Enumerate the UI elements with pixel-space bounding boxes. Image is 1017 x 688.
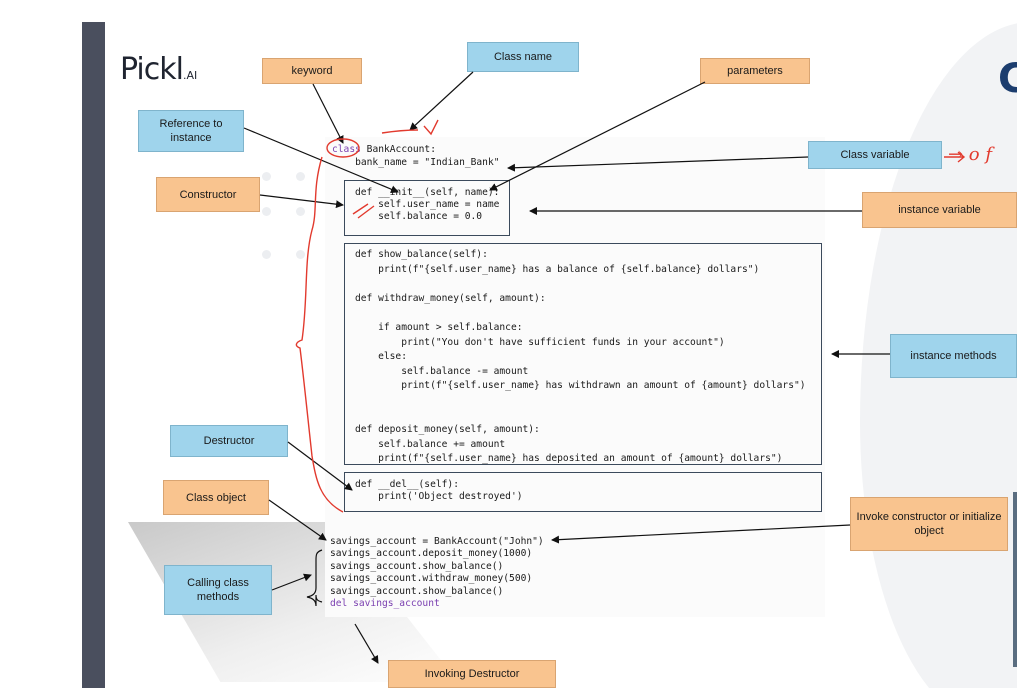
usage-code: savings_account = BankAccount("John")sav… [330, 536, 544, 610]
instance-methods-box [344, 243, 822, 465]
init-line: self.balance = 0.0 [355, 211, 483, 222]
label-parameters: parameters [700, 58, 810, 84]
del-code: def __del__(self): print('Object destroy… [355, 479, 523, 503]
usage-line: savings_account = BankAccount("John") [330, 536, 544, 547]
code-line: self.balance -= amount [355, 365, 529, 377]
label-keyword: keyword [262, 58, 362, 84]
heading-partial: C [998, 56, 1017, 102]
constructor-box [344, 180, 510, 236]
partial-image-thumbnail [1013, 492, 1017, 667]
arrow-class-name [409, 71, 474, 131]
label-instance-variable: instance variable [862, 192, 1017, 228]
code-panel [325, 137, 825, 617]
code-line: print("You don't have sufficient funds i… [355, 336, 725, 348]
tick-init-self [352, 203, 375, 219]
underline-class-name [381, 129, 419, 134]
class-declaration: class BankAccount: [332, 144, 436, 156]
logo-suffix: .AI [182, 69, 198, 82]
class-name-code: BankAccount: [360, 144, 436, 155]
arrow-invoke-constructor [551, 524, 851, 544]
arrow-constructor [259, 194, 344, 209]
code-line: print(f"{self.user_name} has a balance o… [355, 263, 760, 275]
arrow-calling-methods [271, 573, 312, 591]
label-constructor: Constructor [156, 177, 260, 212]
arrow-class-variable [507, 156, 809, 172]
destructor-box [344, 472, 822, 512]
del-line: print('Object destroyed') [355, 491, 523, 502]
arrow-class-object [268, 499, 327, 541]
arrow-invoking-destructor [354, 623, 379, 664]
class-variable-code: bank_name = "Indian_Bank" [332, 157, 500, 168]
code-line: print(f"{self.user_name} has withdrawn a… [355, 380, 806, 392]
code-line: else: [355, 351, 407, 363]
label-destructor: Destructor [170, 425, 288, 457]
methods-code: def show_balance(self): print(f"{self.us… [355, 248, 806, 467]
label-class-object: Class object [163, 480, 269, 515]
arrow-keyword [312, 83, 344, 144]
label-instance-methods: instance methods [890, 334, 1017, 378]
red-brace-class-body [295, 156, 344, 513]
init-line: self.user_name = name [355, 199, 500, 210]
code-line: self.balance += amount [355, 438, 506, 450]
code-line: def show_balance(self): [355, 249, 488, 260]
label-class-variable: Class variable [808, 141, 942, 169]
arrow-parameters [489, 81, 706, 191]
left-sidebar-bar [82, 22, 105, 688]
label-reference-to-instance: Reference to instance [138, 110, 244, 152]
label-calling-class-methods: Calling class methods [164, 565, 272, 615]
label-class-name: Class name [467, 42, 579, 72]
init-line: def __init__(self, name): [355, 187, 500, 198]
del-line: def __del__(self): [355, 479, 459, 490]
usage-line: savings_account.withdraw_money(500) [330, 573, 533, 585]
usage-line: del savings_account [330, 598, 440, 610]
logo-text: Pickl [120, 52, 184, 87]
arrow-destructor [287, 441, 353, 491]
circle-class-keyword [326, 138, 360, 158]
handwritten-arrow [944, 151, 966, 163]
label-invoke-constructor: Invoke constructor or initialize object [850, 497, 1008, 551]
bracket-calling-methods [306, 549, 323, 607]
code-line: print(f"{self.user_name} has deposited a… [355, 453, 783, 465]
code-line: if amount > self.balance: [355, 321, 523, 333]
pickl-ai-logo: Pickl.AI [120, 52, 197, 87]
tick-class-name [423, 119, 439, 136]
usage-line: savings_account.show_balance() [330, 560, 504, 572]
handwritten-annotation: → o f [948, 144, 993, 165]
code-line: def deposit_money(self, amount): [355, 424, 540, 436]
usage-line: savings_account.deposit_money(1000) [330, 548, 533, 560]
usage-line: savings_account.show_balance() [330, 585, 504, 597]
init-code: def __init__(self, name): self.user_name… [355, 187, 499, 223]
code-line: def withdraw_money(self, amount): [355, 292, 546, 304]
class-keyword: class [332, 144, 361, 155]
